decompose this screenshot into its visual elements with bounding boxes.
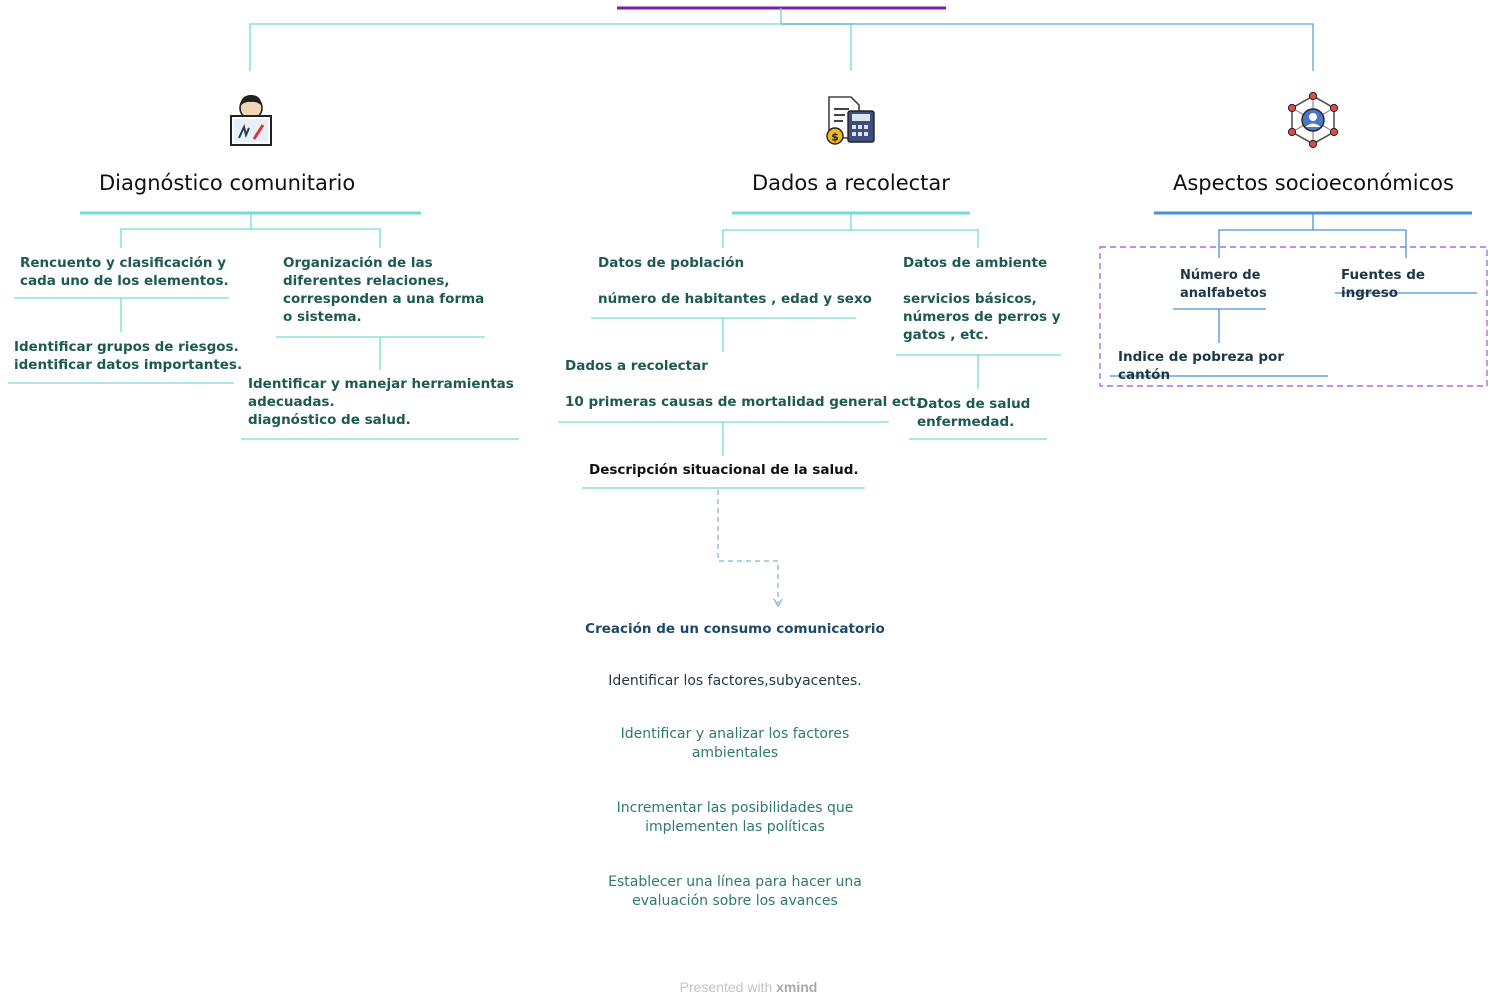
node-grupos-riesgo[interactable]: Identificar grupos de riesgos. identific… <box>14 339 243 373</box>
document-calculator-icon: $ <box>826 96 875 145</box>
root-connector-left <box>249 23 781 71</box>
list-item-evaluacion[interactable]: Establecer una línea para hacer una eval… <box>608 874 862 909</box>
root-connector-right <box>781 23 1314 71</box>
node-datos-salud[interactable]: Datos de salud enfermedad. <box>917 396 1031 430</box>
node-dados-recolectar[interactable]: Dados a recolectar 10 primeras causas de… <box>565 358 921 410</box>
node-herramientas[interactable]: Identificar y manejar herramientas adecu… <box>248 376 514 428</box>
node-rencuento[interactable]: Rencuento y clasificación y cada uno de … <box>20 255 229 289</box>
footer-prefix: Presented with <box>679 979 777 995</box>
node-datos-poblacion[interactable]: Datos de población número de habitantes … <box>598 255 872 307</box>
footer-brand[interactable]: xmind <box>776 979 818 995</box>
dashed-boundary-box <box>1099 246 1488 387</box>
node-datos-ambiente[interactable]: Datos de ambiente servicios básicos, núm… <box>903 255 1061 343</box>
person-laptop-icon <box>230 95 272 146</box>
list-item-factores-ambientales[interactable]: Identificar y analizar los factores ambi… <box>620 726 850 761</box>
heading-diagnostico[interactable]: Diagnóstico comunitario <box>99 171 356 195</box>
heading-aspectos[interactable]: Aspectos socioeconómicos <box>1173 171 1454 195</box>
network-user-icon <box>1287 91 1339 149</box>
list-item-politicas[interactable]: Incrementar las posibilidades que implem… <box>616 800 854 835</box>
list-item-consumo[interactable]: Creación de un consumo comunicatorio <box>585 621 885 637</box>
root-connector-mid <box>781 23 852 71</box>
node-fuentes-ingreso[interactable]: Fuentes de ingreso <box>1341 267 1426 301</box>
node-analfabetos[interactable]: Número de analfabetos <box>1180 268 1267 301</box>
node-descripcion[interactable]: Descripción situacional de la salud. <box>589 462 859 478</box>
heading-dados[interactable]: Dados a recolectar <box>752 171 950 195</box>
node-organizacion[interactable]: Organización de las diferentes relacione… <box>283 255 485 325</box>
dashed-connector <box>717 490 779 603</box>
footer-watermark: Presented with xmind <box>0 979 1497 995</box>
node-indice-pobreza[interactable]: Indice de pobreza por cantón <box>1118 349 1284 383</box>
svg-text:$: $ <box>831 131 839 144</box>
list-item-factores-subyacentes[interactable]: Identificar los factores,subyacentes. <box>608 673 862 689</box>
